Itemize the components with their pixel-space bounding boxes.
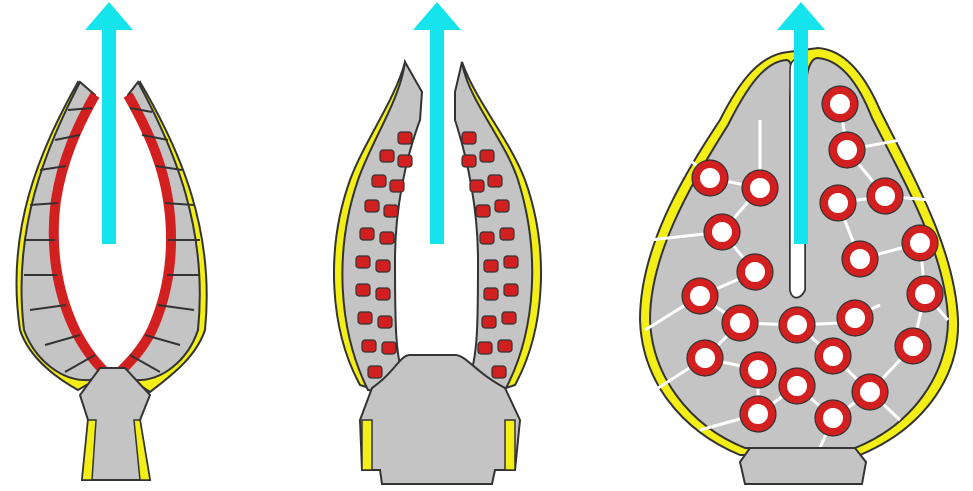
arrow-up-icon [85,2,133,244]
panel-1-wall-left [21,82,105,380]
panel-stage-1 [16,2,206,480]
panel-stage-3 [640,2,958,484]
panel-3-base [740,448,866,484]
panel-1-wall-right [120,82,200,380]
panel-2-wall-right [455,62,532,395]
arrow-up-icon [413,2,461,244]
panel-stage-2 [334,2,541,484]
